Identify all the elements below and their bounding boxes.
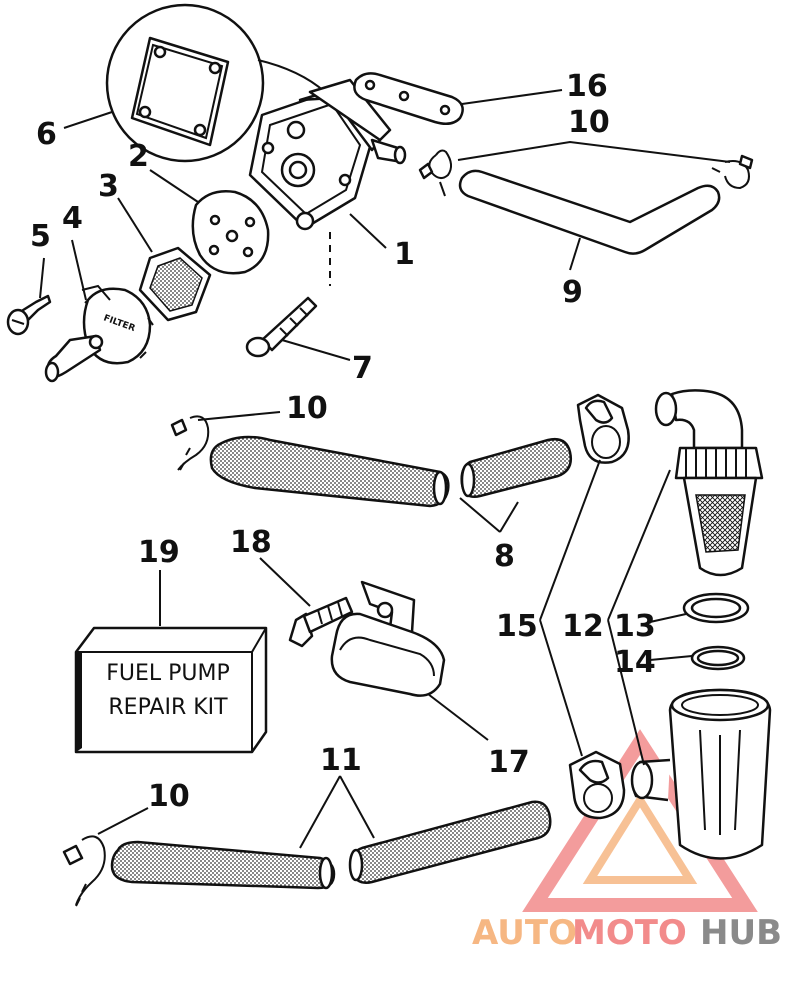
callout-1: 1	[394, 237, 415, 272]
callout-10-bottom: 10	[148, 779, 190, 814]
fuel-hose-part-11-left	[110, 840, 336, 890]
kit-label-line1: FUEL PUMP	[106, 661, 230, 686]
bracket-part-17	[330, 580, 446, 697]
fuel-pump-body	[248, 78, 407, 286]
clip-part-10-top-right	[711, 154, 754, 190]
fuel-hose-part-8-long	[209, 435, 450, 508]
fuel-hose-part-8-short	[460, 438, 572, 498]
watermark-text-moto: MOTO	[572, 913, 687, 953]
screw-part-5	[6, 294, 52, 336]
leader-lines	[39, 89, 731, 849]
callout-8: 8	[494, 539, 515, 574]
fuel-hose-part-11-right	[348, 800, 552, 884]
callout-9: 9	[562, 275, 583, 310]
clip-part-10-middle	[170, 415, 210, 471]
gasket-ring-part-14	[690, 645, 746, 671]
callout-3: 3	[98, 169, 119, 204]
callout-17: 17	[488, 745, 530, 780]
bolt-part-18	[288, 596, 354, 648]
clamp-part-15-top	[576, 393, 630, 464]
diaphragm-part-2	[191, 190, 270, 275]
clip-part-10-bottom	[62, 835, 106, 907]
clamp-part-15-bottom	[568, 750, 626, 820]
watermark-text-hub: HUB	[700, 913, 782, 953]
callout-labels: 6 2 3 5 4 1 7 16 10 9 10 8 19 18 15 12 1…	[30, 69, 656, 814]
watermark-logo: AUTO MOTO HUB	[472, 913, 782, 953]
strainer-elbow-part-12	[654, 389, 764, 577]
screen-part-3	[138, 246, 212, 322]
repair-kit-box: FUEL PUMP REPAIR KIT	[74, 626, 268, 754]
callout-5: 5	[30, 219, 51, 254]
callout-19: 19	[138, 535, 180, 570]
diaphragm-detail-circle	[105, 3, 326, 163]
callout-12: 12	[562, 609, 604, 644]
callout-10-middle: 10	[286, 391, 328, 426]
callout-15: 15	[496, 609, 538, 644]
filter-cap-part-4: FILTER	[44, 287, 154, 383]
kit-label-line2: REPAIR KIT	[108, 695, 228, 720]
callout-7: 7	[352, 351, 373, 386]
gasket-part-16	[353, 72, 464, 126]
o-ring-part-13	[682, 592, 750, 624]
callout-16: 16	[566, 69, 608, 104]
bolt-part-7	[245, 296, 318, 358]
callout-13: 13	[614, 609, 656, 644]
filter-bowl	[630, 688, 772, 860]
watermark-text-auto: AUTO	[472, 913, 577, 953]
callout-2: 2	[128, 139, 149, 174]
callout-14: 14	[614, 645, 656, 680]
callout-11: 11	[320, 743, 362, 778]
fuel-hose-part-9	[458, 169, 721, 255]
callout-18: 18	[230, 525, 272, 560]
callout-4: 4	[62, 201, 83, 236]
callout-6: 6	[36, 117, 57, 152]
callout-10-top: 10	[568, 105, 610, 140]
clip-part-10-top-left	[418, 149, 452, 197]
